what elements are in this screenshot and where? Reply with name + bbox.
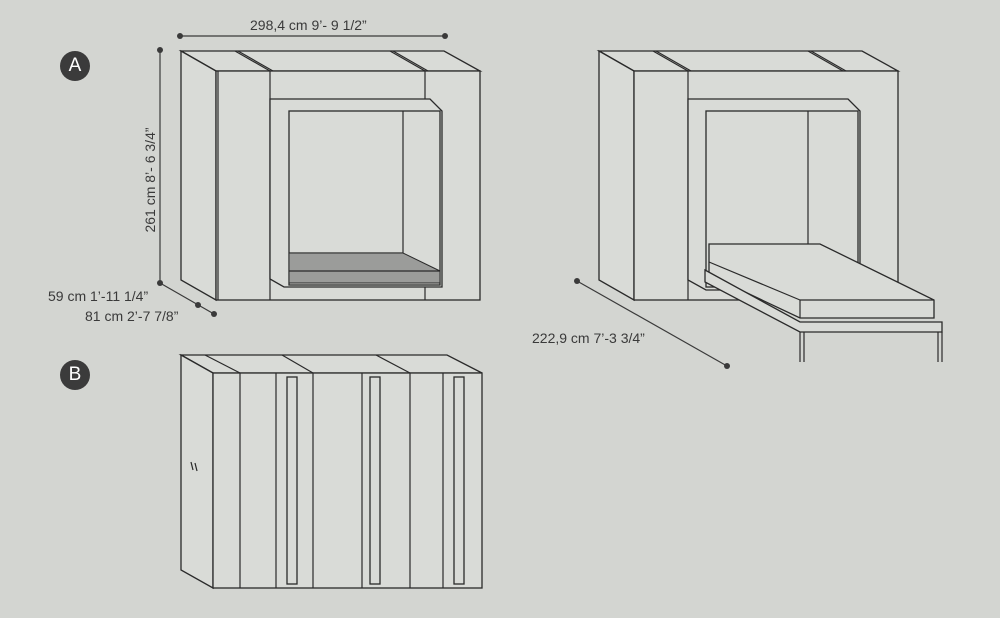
total-depth-label: 81 cm 2’-7 7/8” (85, 308, 179, 324)
unit-a-closed-drawing (178, 49, 483, 302)
unit-b-drawing (178, 353, 483, 590)
height-dimension-label: 261 cm 8’- 6 3/4” (142, 127, 158, 233)
label-a-badge: A (60, 51, 90, 81)
unit-a-open-bed-drawing (596, 49, 943, 362)
width-dimension-label: 298,4 cm 9’- 9 1/2” (250, 17, 367, 33)
label-b-badge: B (60, 360, 90, 390)
closed-depth-label: 59 cm 1’-11 1/4” (48, 288, 149, 304)
dimension-lines (157, 33, 730, 369)
handle-icon (190, 461, 194, 471)
bed-open-depth-label: 222,9 cm 7’-3 3/4” (532, 330, 645, 346)
